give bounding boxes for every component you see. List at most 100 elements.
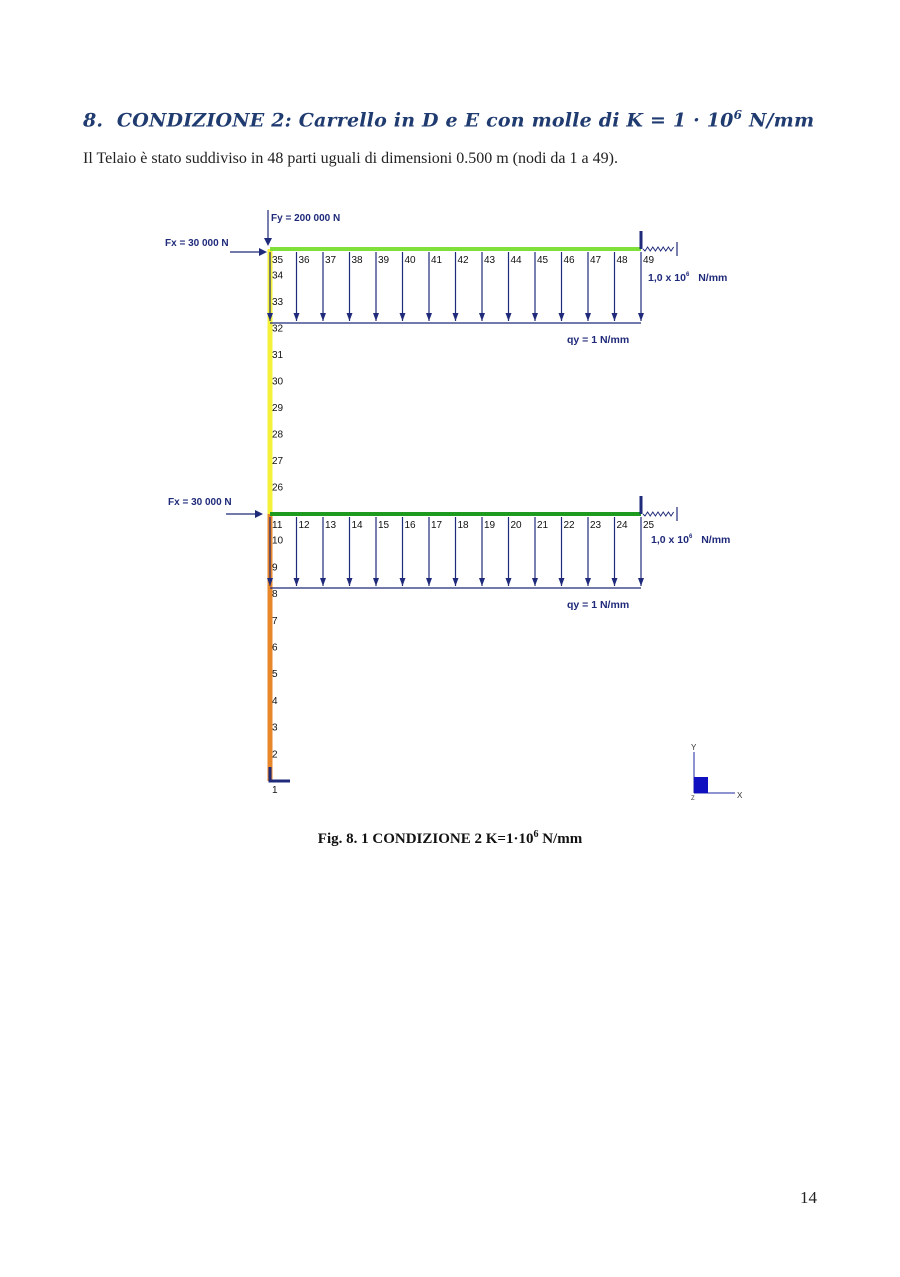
top-spring-icon: [642, 246, 675, 252]
top-arrowhead-icon: [558, 313, 565, 321]
caption-unit: N/mm: [538, 831, 583, 847]
z-axis-box-icon: [694, 777, 708, 793]
node-label: 14: [352, 520, 364, 531]
node-label: 23: [590, 520, 602, 531]
node-label: 18: [458, 520, 470, 531]
top-arrowhead-icon: [346, 313, 353, 321]
node-label: 49: [643, 255, 655, 266]
mid-arrowhead-icon: [638, 578, 644, 586]
mid-arrowhead-icon: [452, 578, 459, 586]
qy-mid-label: qy = 1 N/mm: [567, 599, 629, 611]
node-label: 6: [272, 643, 278, 654]
top-arrowhead-icon: [611, 313, 618, 321]
mid-arrowhead-icon: [558, 578, 565, 586]
top-arrowhead-icon: [585, 313, 591, 321]
figure-caption: Fig. 8. 1 CONDIZIONE 2 K=1·106 N/mm: [0, 829, 900, 848]
mid-arrowhead-icon: [346, 578, 353, 586]
node-label: 47: [590, 255, 602, 266]
top-arrowhead-icon: [373, 313, 379, 321]
fx-top-force-label: Fx = 30 000 N: [165, 238, 229, 249]
node-label: 11: [272, 520, 283, 531]
mid-arrowhead-icon: [426, 578, 432, 586]
node-label: 39: [378, 255, 390, 266]
top-arrowhead-icon: [267, 313, 273, 321]
axis-z-label: Z: [691, 796, 695, 802]
node-label: 1: [272, 785, 278, 796]
mid-arrowhead-icon: [320, 578, 326, 586]
heading-number: 8.: [83, 109, 104, 132]
node-label: 29: [272, 403, 284, 414]
mid-arrowhead-icon: [611, 578, 618, 586]
node-label: 10: [272, 536, 284, 547]
mid-spring-icon: [642, 511, 675, 517]
node-label: 44: [511, 255, 523, 266]
section-heading: 8. CONDIZIONE 2: Carrello in D e E con m…: [83, 108, 814, 131]
spring-top-label: 1,0 x 106 N/mm: [648, 272, 727, 284]
node-label: 33: [272, 297, 284, 308]
heading-text: CONDIZIONE 2: Carrello in D e E con moll…: [116, 109, 734, 132]
top-arrowhead-icon: [426, 313, 432, 321]
node-label: 13: [325, 520, 337, 531]
node-label: 38: [352, 255, 364, 266]
top-arrowhead-icon: [479, 313, 485, 321]
node-label: 36: [299, 255, 311, 266]
node-label: 8: [272, 589, 278, 600]
node-label: 30: [272, 377, 284, 388]
node-label: 3: [272, 723, 278, 734]
node-label: 24: [617, 520, 629, 531]
node-label: 7: [272, 616, 278, 627]
node-label: 31: [272, 350, 284, 361]
mid-arrowhead-icon: [479, 578, 485, 586]
page-number: 14: [800, 1188, 817, 1207]
top-arrowhead-icon: [532, 313, 538, 321]
mid-arrowhead-icon: [505, 578, 512, 586]
top-arrowhead-icon: [638, 313, 644, 321]
heading-exponent: 6: [733, 108, 743, 122]
node-label: 19: [484, 520, 496, 531]
fx-mid-arrowhead-icon: [255, 510, 263, 518]
node-label: 32: [272, 324, 284, 335]
node-label: 45: [537, 255, 549, 266]
qy-top-label: qy = 1 N/mm: [567, 334, 629, 346]
mid-arrowhead-icon: [585, 578, 591, 586]
node-label: 42: [458, 255, 470, 266]
node-label: 20: [511, 520, 523, 531]
node-label: 37: [325, 255, 337, 266]
mid-arrowhead-icon: [399, 578, 406, 586]
node-label: 43: [484, 255, 496, 266]
node-label: 25: [643, 520, 655, 531]
node-label: 34: [272, 271, 284, 282]
top-arrowhead-icon: [452, 313, 459, 321]
mid-arrowhead-icon: [373, 578, 379, 586]
node-label: 4: [272, 696, 278, 707]
caption-text: Fig. 8. 1 CONDIZIONE 2 K=1·10: [317, 831, 534, 847]
mid-arrowhead-icon: [293, 578, 300, 586]
fx-mid-force-label: Fx = 30 000 N: [168, 497, 232, 508]
node-label: 41: [431, 255, 443, 266]
heading-unit: N/mm: [742, 109, 815, 132]
fy-force-label: Fy = 200 000 N: [271, 213, 340, 224]
top-arrowhead-icon: [293, 313, 300, 321]
intro-paragraph: Il Telaio è stato suddiviso in 48 parti …: [83, 150, 618, 167]
top-arrowhead-icon: [505, 313, 512, 321]
node-label: 17: [431, 520, 443, 531]
node-label: 12: [299, 520, 311, 531]
top-arrowhead-icon: [320, 313, 326, 321]
fy-arrowhead-icon: [264, 238, 272, 246]
mid-arrowhead-icon: [267, 578, 273, 586]
node-label: 26: [272, 483, 284, 494]
node-label: 40: [405, 255, 417, 266]
node-label: 16: [405, 520, 417, 531]
node-label: 22: [564, 520, 576, 531]
node-label: 15: [378, 520, 390, 531]
node-label: 46: [564, 255, 576, 266]
node-label: 9: [272, 562, 278, 573]
caption-exponent: 6: [533, 829, 539, 840]
node-label: 2: [272, 749, 278, 760]
node-label: 5: [272, 669, 278, 680]
top-arrowhead-icon: [399, 313, 406, 321]
node-label: 21: [537, 520, 549, 531]
axis-x-label: X: [737, 791, 743, 800]
axis-y-label: Y: [691, 743, 697, 752]
